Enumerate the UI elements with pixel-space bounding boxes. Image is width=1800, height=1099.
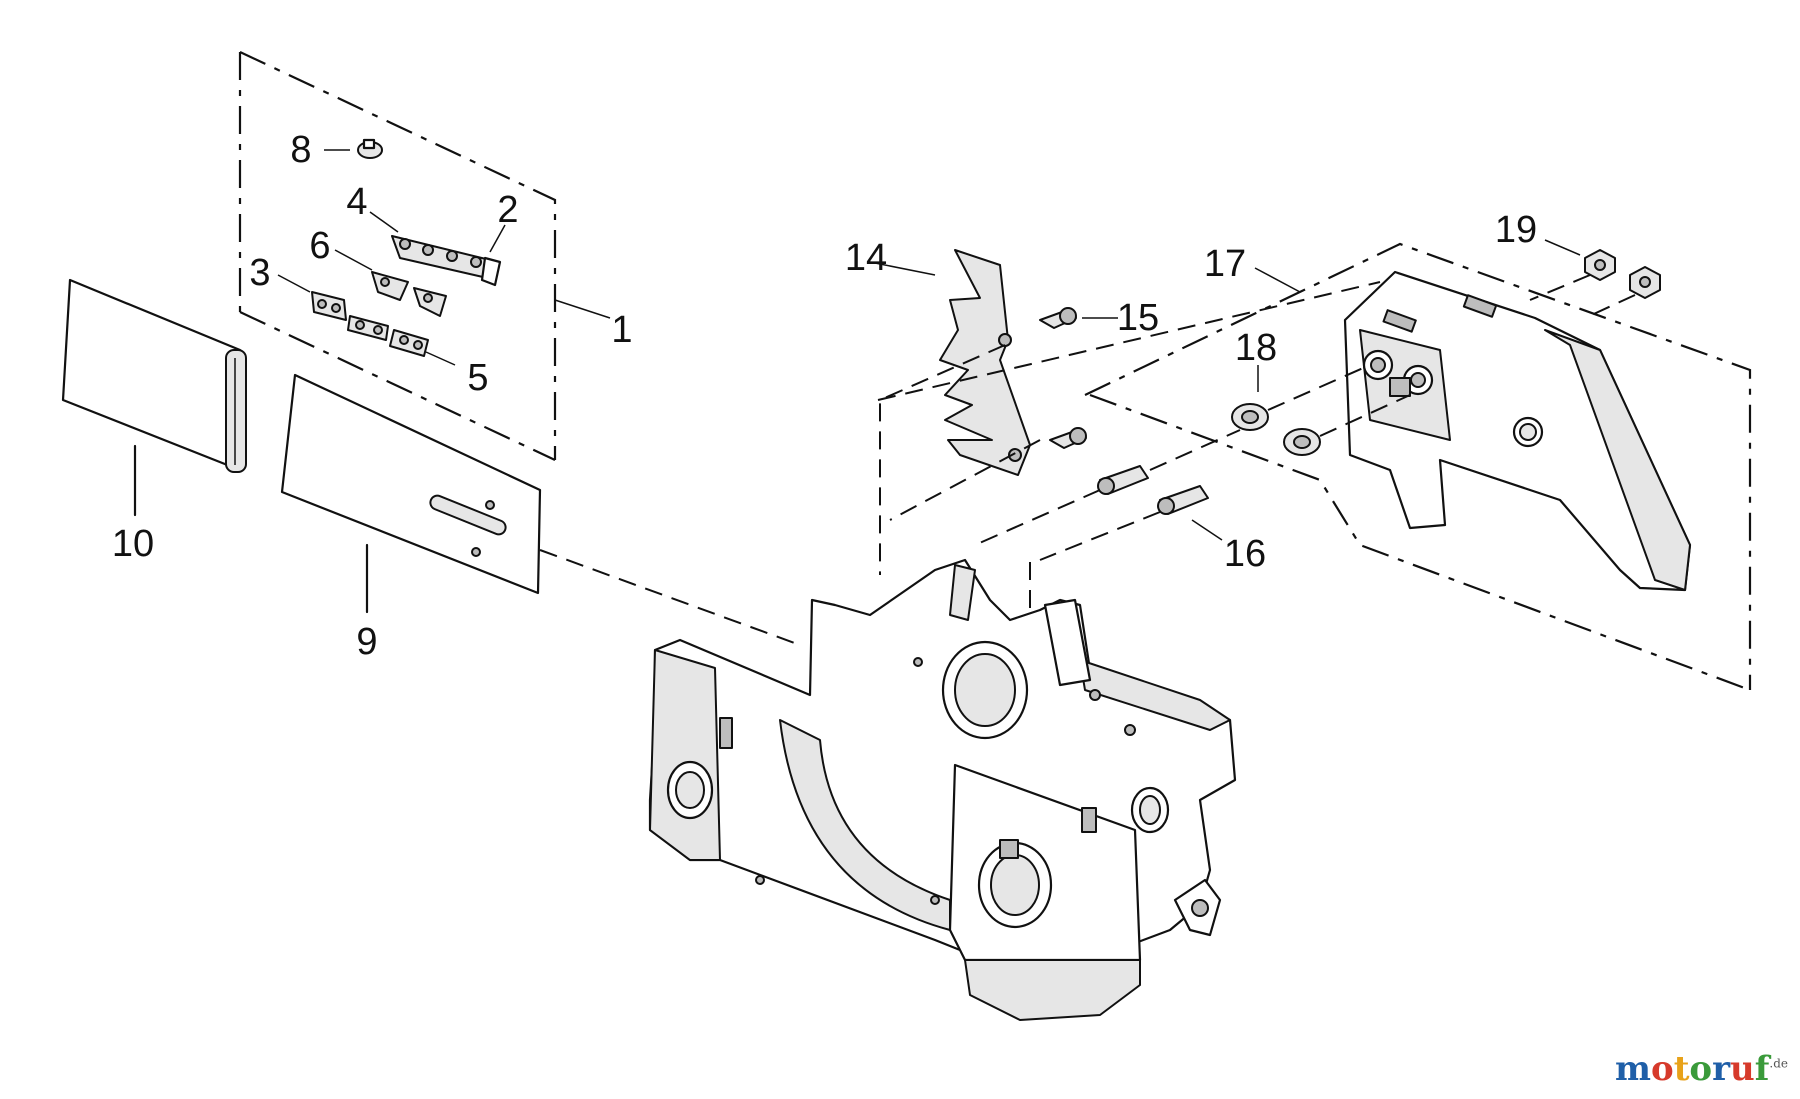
part-16-studs: [974, 429, 1241, 561]
callout-19: 19: [1495, 209, 1537, 251]
part-18-collar-nuts: [1231, 364, 1411, 456]
callout-16: 16: [1224, 533, 1266, 575]
callout-9: 9: [356, 621, 377, 663]
callout-4: 4: [346, 181, 367, 223]
part-4-chain-segment: [369, 211, 506, 287]
part-5-tie-straps: [347, 315, 456, 366]
part-17-side-cover: [1343, 270, 1692, 592]
logo-letter: r: [1712, 1049, 1731, 1089]
part-3-side-link: [277, 274, 347, 321]
callout-1: 1: [611, 309, 632, 351]
callout-17: 17: [1204, 243, 1246, 285]
part-19-nuts: [1529, 239, 1661, 319]
callout-18: 18: [1235, 327, 1277, 369]
callout-5: 5: [467, 357, 488, 399]
callout-10: 10: [112, 523, 154, 565]
logo-letter: t: [1673, 1049, 1690, 1089]
part-14-spike-plate: [869, 249, 1031, 575]
motoruf-logo: motoruf.de: [1615, 1049, 1788, 1089]
part-8-rivet: [324, 138, 383, 159]
callout-2: 2: [497, 189, 518, 231]
crankcase-housing: [648, 558, 1237, 1021]
logo-suffix: .de: [1769, 1056, 1788, 1071]
callout-3: 3: [249, 252, 270, 294]
logo-letter: o: [1651, 1049, 1674, 1089]
callout-14: 14: [845, 237, 887, 279]
callout-6: 6: [309, 225, 330, 267]
part-6-drive-links: [334, 249, 447, 317]
part-10-bar-guard: [61, 278, 247, 517]
part-17-group-outline: [877, 242, 1752, 692]
logo-letter: o: [1689, 1049, 1713, 1089]
logo-letter: u: [1730, 1049, 1755, 1089]
callout-8: 8: [290, 129, 311, 171]
logo-letters: motoruf: [1615, 1049, 1769, 1089]
callout-labels: 1 2 3 4 5 6 8 9 10 14 15 16 17 18 19: [112, 129, 1537, 663]
callout-15: 15: [1117, 297, 1159, 339]
chain-kit-group-outline: [238, 51, 557, 461]
logo-letter: f: [1754, 1049, 1770, 1089]
part-15-screws: [889, 307, 1118, 521]
part-9-guide-bar: [280, 373, 801, 646]
logo-letter: m: [1615, 1049, 1651, 1089]
